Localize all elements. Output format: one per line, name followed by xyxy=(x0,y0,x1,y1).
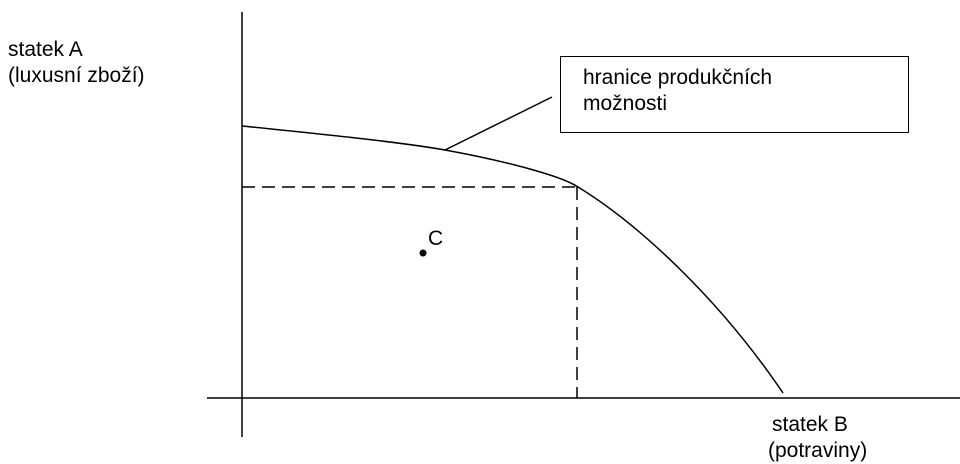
y-axis-label-line2: (luxusní zboží) xyxy=(8,64,145,87)
point-c-dot xyxy=(419,249,427,257)
y-axis-label-line1: statek A xyxy=(8,38,83,61)
callout-line2: možnosti xyxy=(583,92,668,115)
x-axis-label-line1: statek B xyxy=(772,413,848,436)
point-c-label: C xyxy=(428,227,444,250)
callout-box: hranice produkčních možnosti xyxy=(560,56,909,133)
ppf-curve xyxy=(241,125,784,394)
callout-line1: hranice produkčních xyxy=(583,66,773,89)
callout-leader-line xyxy=(444,96,553,151)
x-axis-label-line2: (potraviny) xyxy=(768,439,868,462)
